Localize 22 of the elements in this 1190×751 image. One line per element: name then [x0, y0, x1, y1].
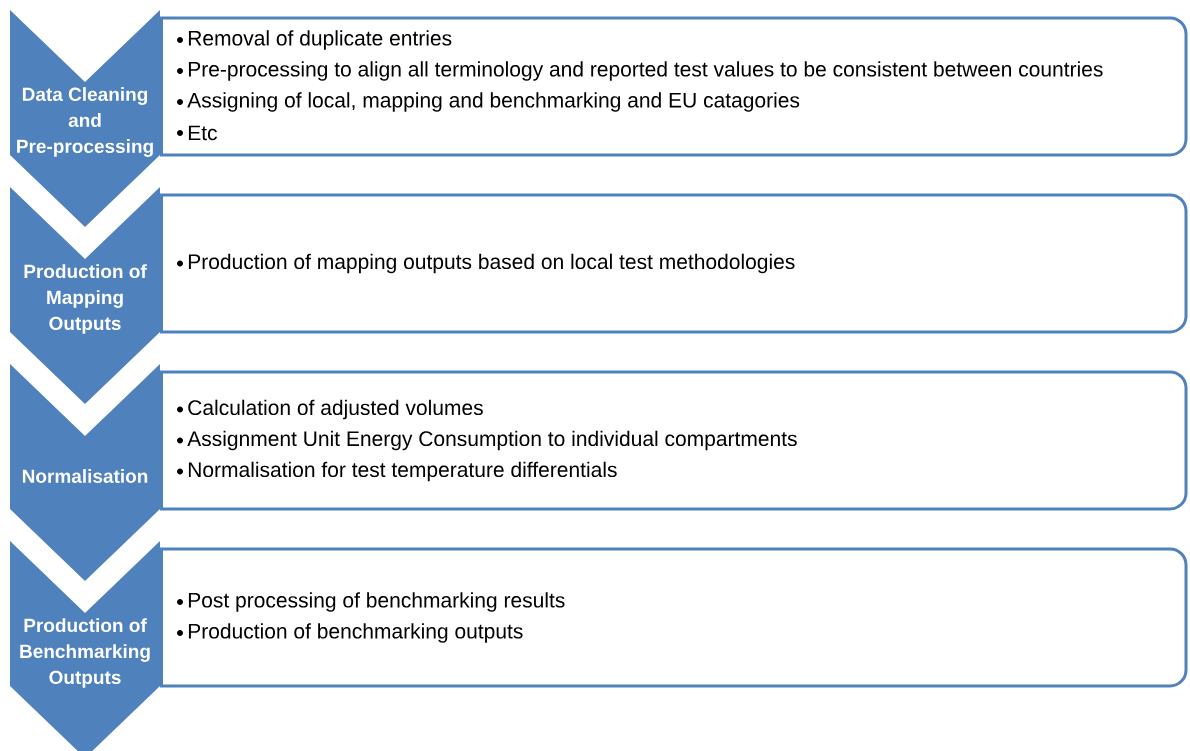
- step-banner: Normalisation: [10, 364, 160, 581]
- text-box: [160, 16, 1188, 157]
- bullet-text: Post processing of benchmarking results: [188, 592, 565, 612]
- step-banner: Production of Mapping Outputs: [10, 187, 160, 404]
- text-box: [160, 547, 1188, 688]
- node-label: Production of Benchmarking Outputs: [20, 618, 150, 688]
- bullet-text: Etc: [188, 125, 217, 141]
- bullet-text: Pre-processing to align all terminology and reported test values to be consistent between countries: [188, 61, 1103, 81]
- bullet-text: Normalisation for test temperature differentials: [188, 461, 617, 482]
- text-box: [160, 370, 1188, 511]
- bullet-text: Removal of duplicate entries: [188, 30, 452, 50]
- node-label: Normalisation: [22, 469, 148, 483]
- node-label: Production of Mapping Outputs: [24, 264, 147, 334]
- bullet-text: Production of mapping outputs based on local test methodologies: [188, 253, 795, 274]
- node-label: Data Cleaning and Pre-processing: [17, 87, 153, 157]
- bullet-text: Assignment Unit Energy Consumption to individual compartments: [187, 430, 797, 451]
- bullet-text: Assigning of local, mapping and benchmarking and EU catagories: [187, 92, 800, 112]
- text-box: [160, 193, 1188, 334]
- step-banner: Production of Benchmarking Outputs: [10, 541, 160, 751]
- bullet-text: Production of benchmarking outputs: [188, 623, 523, 643]
- step-banner: Data Cleaning and Pre-processing: [10, 10, 160, 227]
- bullet-text: Calculation of adjusted volumes: [188, 399, 483, 420]
